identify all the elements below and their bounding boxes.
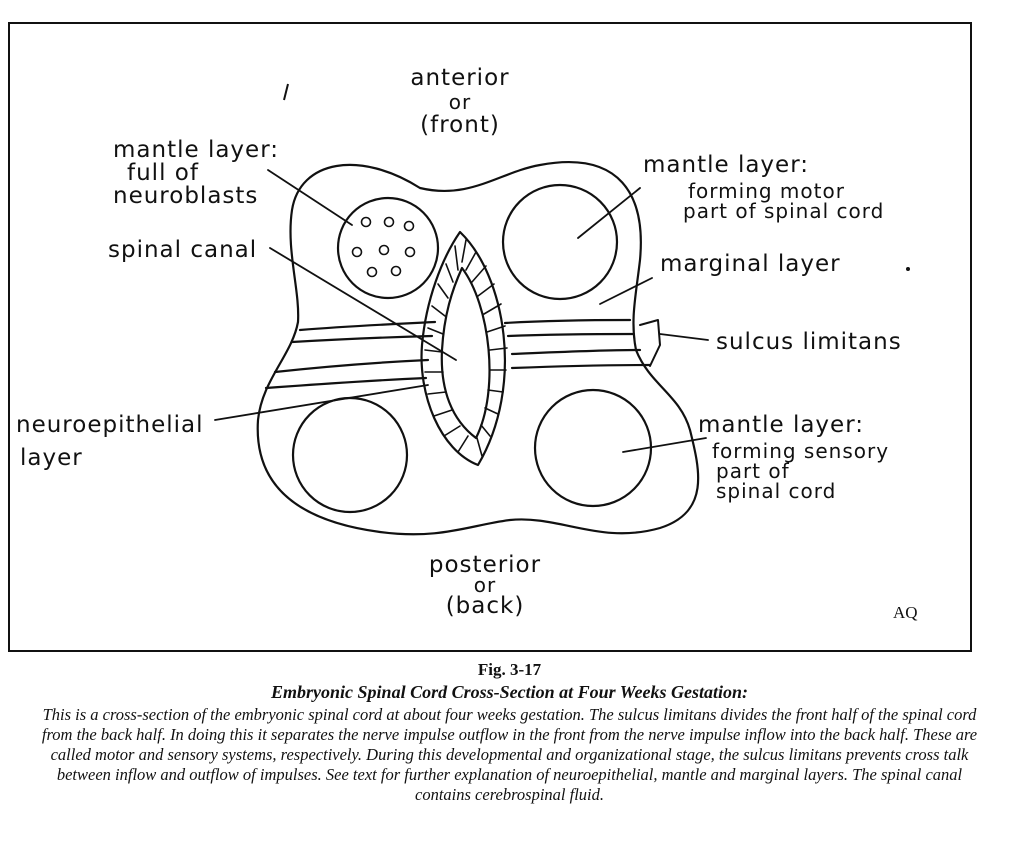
label-neuroepithelial-1: neuroepithelial [16,412,204,438]
neuroepithelial-outer [420,230,507,467]
sulcus-line-1 [298,320,437,332]
label-mantle-motor-3: part of spinal cord [683,199,885,223]
stray-dot [906,267,910,271]
artist-initials: AQ [893,603,918,622]
label-posterior-or: or [473,573,497,597]
sulcus-line-4 [264,376,428,390]
sulcus-line-7 [510,348,642,356]
label-neuroepithelial-2: layer [20,445,83,471]
label-mantle-neuroblasts-2: full of [127,160,199,186]
label-mantle-sensory-4: spinal cord [716,479,837,503]
cord-outline [256,161,700,536]
figure-number: Fig. 3-17 [477,660,542,679]
label-mantle-motor-1: mantle layer: [643,152,809,178]
neuroepithelial-cells [424,239,508,457]
label-mantle-neuroblasts-1: mantle layer: [113,137,279,163]
sulcus-line-5 [503,318,632,325]
mantle-sensory-right-circle [533,388,653,508]
label-mantle-sensory-2: forming sensory [712,439,890,463]
label-anterior: anterior [410,65,510,91]
neuroblast-dots [351,216,416,278]
leader-lines [214,169,709,453]
sulcus-line-3 [273,358,430,374]
label-sulcus-limitans: sulcus limitans [716,329,902,355]
label-mantle-neuroblasts-3: neuroblasts [113,183,259,209]
sulcus-line-2 [290,334,434,344]
label-spinal-canal: spinal canal [108,237,258,263]
mantle-neuroblast-circle [336,196,440,300]
spinal-canal-inner [440,266,491,440]
label-mantle-sensory-1: mantle layer: [698,412,864,438]
label-anterior-or: or [448,90,472,114]
mantle-sensory-left-circle [291,396,409,514]
stray-mark [283,83,289,101]
label-mantle-motor-2: forming motor [688,179,845,203]
sulcus-line-6 [506,332,636,338]
figure-description: This is a cross-section of the embryonic… [41,705,978,804]
sulcus-bracket [639,319,661,367]
figure-title: Embryonic Spinal Cord Cross-Section at F… [271,682,748,702]
label-posterior: posterior [428,552,542,578]
figure-frame [8,22,972,652]
label-front: (front) [420,112,500,138]
figure-caption: Fig. 3-17 Embryonic Spinal Cord Cross-Se… [0,660,1019,805]
label-back: (back) [445,593,525,619]
label-marginal-layer: marginal layer [660,251,841,277]
spinal-cord-diagram [214,83,910,536]
label-mantle-sensory-3: part of [716,459,790,483]
mantle-motor-circle [501,183,619,301]
sulcus-line-8 [510,363,652,370]
